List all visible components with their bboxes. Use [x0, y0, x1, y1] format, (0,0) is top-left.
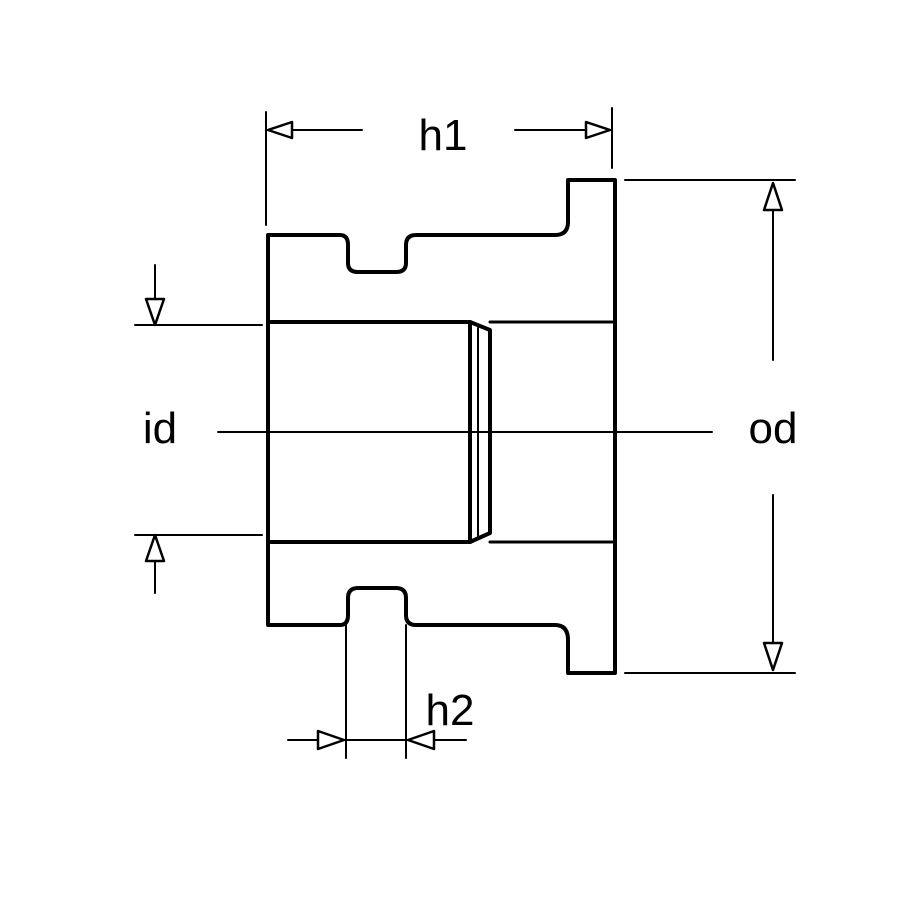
id-arrow-top: [144, 297, 166, 327]
od-arrow-top: [762, 181, 784, 212]
h2-arrow-left: [316, 729, 346, 751]
id-arrow-bottom: [144, 533, 166, 563]
od-arrow-bottom: [762, 641, 784, 672]
h2-label: h2: [426, 686, 475, 735]
h2-arrow-right: [406, 729, 436, 751]
id-label: id: [143, 404, 177, 453]
h1-arrow-right: [584, 120, 612, 140]
od-label: od: [749, 404, 798, 453]
h1-label: h1: [419, 111, 468, 160]
h1-arrow-left: [266, 120, 294, 140]
part-outline: [266, 178, 617, 675]
